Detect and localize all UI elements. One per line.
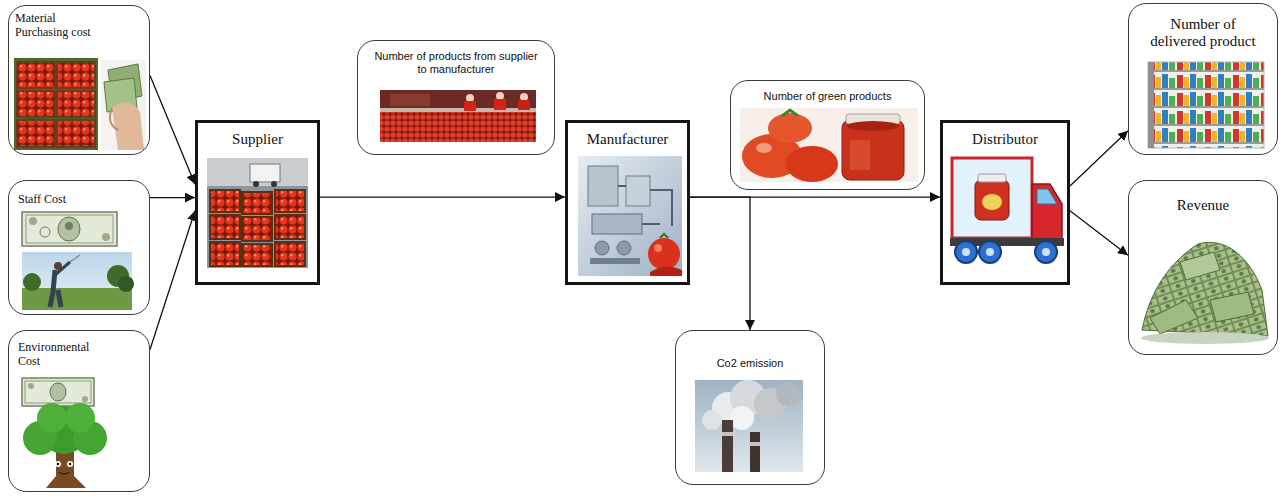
factory-machinery-image bbox=[578, 156, 682, 276]
flow-arrow bbox=[150, 211, 195, 350]
tree-cartoon bbox=[23, 403, 107, 488]
dollar-bill bbox=[22, 212, 117, 246]
node-label: Distributor bbox=[947, 131, 1063, 148]
flow-arrow bbox=[320, 196, 565, 197]
smoke-stacks-photo bbox=[695, 380, 803, 472]
tomatoes-and-paste-photo bbox=[740, 108, 918, 182]
node-label: Number of delivered product bbox=[1144, 16, 1262, 51]
node-label: Environmental Cost bbox=[18, 341, 110, 369]
output-box: Co2 emission bbox=[675, 330, 825, 485]
output-box: Revenue bbox=[1128, 180, 1278, 355]
actor-box: Manufacturer bbox=[565, 120, 690, 285]
cost-box: Environmental Cost bbox=[8, 330, 150, 492]
money-pile bbox=[1141, 242, 1269, 344]
node-label: Co2 emission bbox=[686, 357, 814, 370]
hand-with-money bbox=[101, 60, 146, 150]
market-photo bbox=[207, 158, 308, 268]
node-label: Revenue bbox=[1139, 197, 1267, 214]
cost-box: Material Purchasing cost bbox=[8, 5, 150, 155]
node-label: Material Purchasing cost bbox=[15, 12, 111, 40]
processing-line-photo bbox=[380, 90, 536, 142]
flow-arrow bbox=[150, 197, 195, 198]
flow-arrow bbox=[690, 197, 750, 330]
flow-box: Number of green products bbox=[730, 80, 925, 190]
node-label: Staff Cost bbox=[18, 193, 114, 207]
node-label: Number of green products bbox=[741, 90, 914, 103]
flow-arrow bbox=[1070, 211, 1128, 256]
node-label: Number of products from supplier to manu… bbox=[370, 50, 542, 75]
actor-box: Distributor bbox=[940, 120, 1070, 285]
flow-box: Number of products from supplier to manu… bbox=[357, 40, 555, 155]
node-label: Manufacturer bbox=[572, 131, 683, 148]
tomato-crates-photo bbox=[14, 58, 98, 150]
cost-box: Staff Cost bbox=[8, 180, 150, 315]
actor-box: Supplier bbox=[195, 120, 320, 285]
delivery-truck bbox=[950, 158, 1064, 263]
flow-arrow bbox=[150, 76, 195, 185]
golf-photo bbox=[22, 252, 134, 310]
dollar-bill bbox=[22, 378, 94, 406]
flow-arrow bbox=[1070, 131, 1128, 186]
store-shelves-photo bbox=[1148, 62, 1264, 148]
node-label: Supplier bbox=[202, 131, 313, 148]
output-box: Number of delivered product bbox=[1128, 3, 1278, 155]
